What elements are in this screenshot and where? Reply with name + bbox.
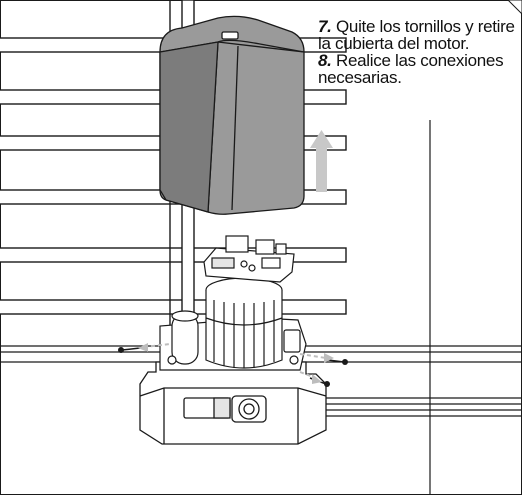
step-8-number: 8. (318, 51, 332, 70)
motor-cover (159, 15, 305, 215)
lift-arrow (310, 130, 333, 192)
screw-right-bottom (299, 371, 330, 387)
step-7-number: 7. (318, 17, 332, 36)
step-8-text: Realice las conexiones necesarias. (318, 51, 504, 87)
step-7-text: Quite los tornillos y retire la cubierta… (318, 17, 515, 53)
screw-right-top (299, 353, 348, 365)
screw-left (118, 343, 171, 353)
instruction-step-7: 7. Quite los tornillos y retire la cubie… (318, 18, 518, 52)
motor-base (139, 361, 327, 445)
control-board (203, 235, 295, 283)
instruction-step-8: 8. Realice las conexiones necesarias. (318, 52, 518, 86)
instruction-text: 7. Quite los tornillos y retire la cubie… (318, 18, 518, 86)
page-corner-fold (508, 0, 522, 14)
motor-body (159, 277, 307, 371)
